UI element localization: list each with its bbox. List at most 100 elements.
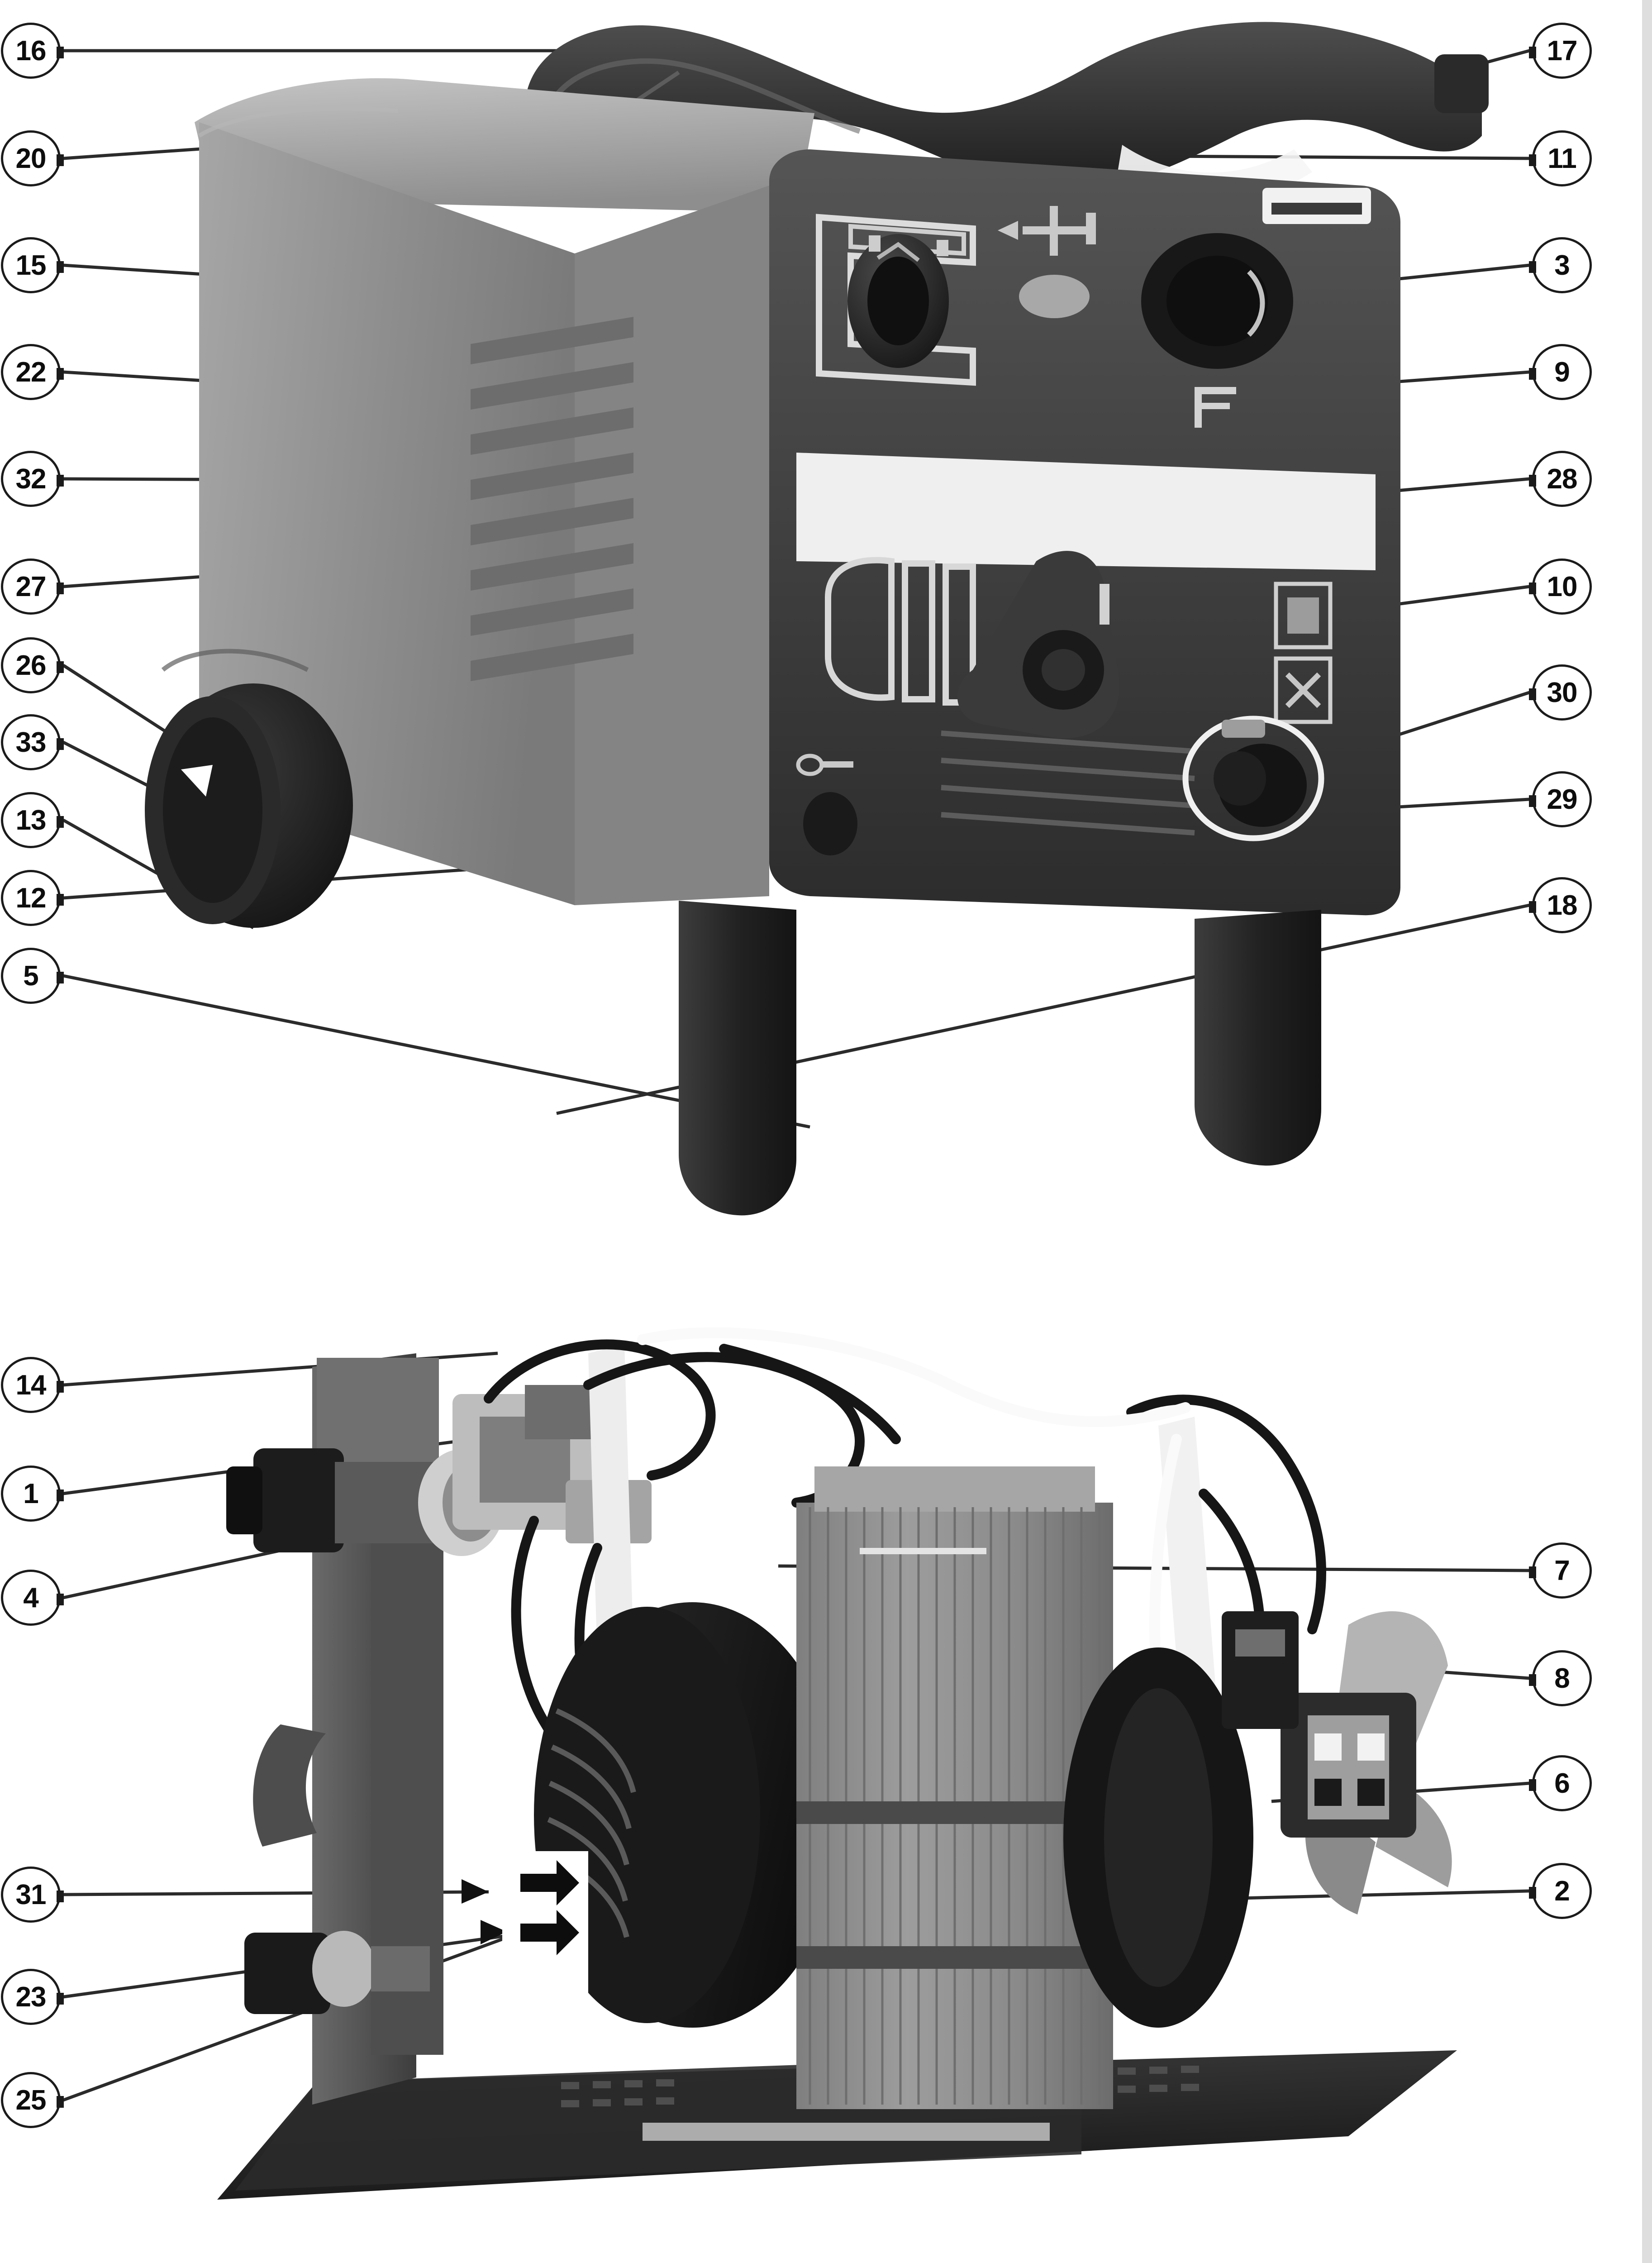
callout-20[interactable]: 20 bbox=[1, 130, 64, 186]
base-reflective-strip bbox=[643, 2123, 1050, 2141]
callout-label: 6 bbox=[1554, 1767, 1570, 1799]
warning-decals bbox=[1274, 582, 1333, 724]
callout-11[interactable]: 11 bbox=[1529, 130, 1592, 186]
callout-17[interactable]: 17 bbox=[1529, 23, 1592, 79]
chassis-rail-left bbox=[588, 1344, 633, 1657]
arrow-marker-patch bbox=[502, 1851, 588, 2032]
callout-cap bbox=[57, 368, 64, 380]
callout-label: 14 bbox=[15, 1369, 47, 1401]
polarity-icon bbox=[998, 206, 1096, 256]
callout-31[interactable]: 31 bbox=[1, 1867, 64, 1923]
callout-cap bbox=[57, 661, 64, 673]
top-bezel-plate bbox=[1262, 188, 1371, 224]
callout-cap bbox=[1529, 688, 1536, 700]
callout-29[interactable]: 29 bbox=[1529, 771, 1592, 827]
callout-12[interactable]: 12 bbox=[1, 870, 64, 926]
winding-coil bbox=[534, 1602, 842, 2028]
callout-23[interactable]: 23 bbox=[1, 1969, 64, 2025]
callout-label: 12 bbox=[15, 882, 47, 914]
callout-1[interactable]: 1 bbox=[1, 1466, 64, 1522]
callout-26[interactable]: 26 bbox=[1, 637, 64, 693]
lever-switch[interactable] bbox=[957, 551, 1119, 739]
callout-30[interactable]: 30 bbox=[1529, 664, 1592, 721]
callout-label: 18 bbox=[1547, 889, 1578, 921]
callout-cap bbox=[57, 47, 64, 58]
callout-label: 28 bbox=[1547, 463, 1578, 495]
callout-2[interactable]: 2 bbox=[1529, 1863, 1592, 1919]
callout-cap bbox=[1529, 1674, 1536, 1686]
callout-label: 7 bbox=[1554, 1555, 1570, 1586]
callout-15[interactable]: 15 bbox=[1, 237, 64, 293]
callout-3[interactable]: 3 bbox=[1529, 237, 1592, 293]
callout-4[interactable]: 4 bbox=[1, 1570, 64, 1626]
callout-27[interactable]: 27 bbox=[1, 559, 64, 615]
callout-label: 9 bbox=[1554, 356, 1570, 388]
callout-cap bbox=[57, 1891, 64, 1902]
callout-5[interactable]: 5 bbox=[1, 948, 64, 1004]
callout-cap bbox=[57, 2096, 64, 2108]
callout-9[interactable]: 9 bbox=[1529, 344, 1592, 400]
arrowhead-callout-31 bbox=[462, 1879, 489, 1904]
side-panel-fragment bbox=[253, 1724, 326, 1847]
arrowhead-callout-23 bbox=[481, 1920, 507, 1944]
callout-cap bbox=[57, 894, 64, 906]
callout-cap bbox=[57, 475, 64, 487]
callout-cap bbox=[1529, 901, 1536, 913]
callout-cap bbox=[1529, 154, 1536, 166]
callout-label: 22 bbox=[15, 356, 47, 388]
callout-32[interactable]: 32 bbox=[1, 451, 64, 507]
thermal-reset-knob[interactable] bbox=[1141, 233, 1293, 369]
rear-grille bbox=[941, 730, 1195, 835]
callout-label: 5 bbox=[23, 960, 38, 992]
callout-cap bbox=[57, 738, 64, 750]
callout-18[interactable]: 18 bbox=[1529, 877, 1592, 933]
callout-label: 20 bbox=[15, 143, 47, 174]
callout-14[interactable]: 14 bbox=[1, 1357, 64, 1413]
callout-cap bbox=[57, 1993, 64, 2005]
callout-cap bbox=[1529, 368, 1536, 380]
callout-label: 25 bbox=[15, 2084, 47, 2116]
callout-13[interactable]: 13 bbox=[1, 792, 64, 848]
callout-cap bbox=[57, 261, 64, 273]
secondary-coil-inner bbox=[1104, 1688, 1213, 1987]
callout-cap bbox=[57, 582, 64, 594]
callout-7[interactable]: 7 bbox=[1529, 1542, 1592, 1599]
callout-label: 3 bbox=[1554, 249, 1570, 281]
callout-cap bbox=[1529, 1779, 1536, 1791]
callout-10[interactable]: 10 bbox=[1529, 559, 1592, 615]
callout-label: 8 bbox=[1554, 1662, 1570, 1694]
cable-socket-secondary[interactable] bbox=[796, 754, 857, 855]
callout-6[interactable]: 6 bbox=[1529, 1755, 1592, 1811]
callout-cap bbox=[57, 972, 64, 983]
rotary-selector-knob[interactable] bbox=[816, 214, 976, 386]
cable-socket[interactable] bbox=[1182, 716, 1324, 841]
callout-cap bbox=[57, 1594, 64, 1605]
callout-label: 33 bbox=[15, 726, 47, 758]
callout-label: 15 bbox=[15, 249, 47, 281]
callout-22[interactable]: 22 bbox=[1, 344, 64, 400]
ventilation-louvres bbox=[471, 317, 633, 681]
wheel bbox=[145, 649, 353, 928]
callout-25[interactable]: 25 bbox=[1, 2072, 64, 2128]
callout-label: 4 bbox=[23, 1582, 38, 1614]
foot-left bbox=[679, 901, 796, 1216]
rectifier-block bbox=[1222, 1611, 1299, 1729]
callout-cap bbox=[57, 816, 64, 828]
callout-8[interactable]: 8 bbox=[1529, 1650, 1592, 1706]
callout-label: 30 bbox=[1547, 677, 1578, 708]
socket-label-icon bbox=[1195, 387, 1236, 428]
foot-right bbox=[1195, 910, 1321, 1166]
callout-16[interactable]: 16 bbox=[1, 23, 64, 79]
callout-cap bbox=[1529, 475, 1536, 487]
callout-28[interactable]: 28 bbox=[1529, 451, 1592, 507]
callout-33[interactable]: 33 bbox=[1, 714, 64, 770]
rear-socket-block bbox=[244, 1931, 430, 2014]
callout-cap bbox=[57, 1381, 64, 1393]
transformer-core bbox=[796, 1466, 1113, 2109]
callout-cap bbox=[1529, 1887, 1536, 1899]
callout-label: 23 bbox=[15, 1981, 47, 2013]
